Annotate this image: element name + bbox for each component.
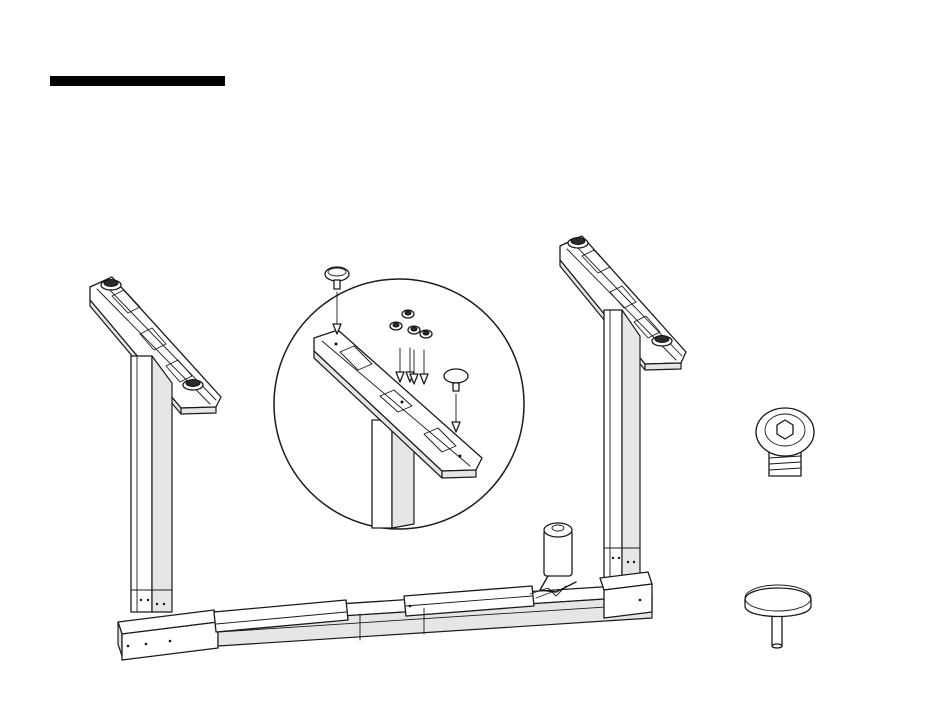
cap-plug-icon	[745, 585, 811, 648]
button-head-screw-icon	[756, 408, 814, 476]
left-leg-assembly	[90, 277, 221, 612]
crossbar	[118, 572, 652, 660]
header-bar	[50, 76, 225, 86]
control-box	[530, 523, 576, 598]
detail-magnifier-circle	[274, 279, 524, 529]
cap-plug-top	[325, 267, 349, 289]
right-leg-assembly	[560, 236, 686, 580]
